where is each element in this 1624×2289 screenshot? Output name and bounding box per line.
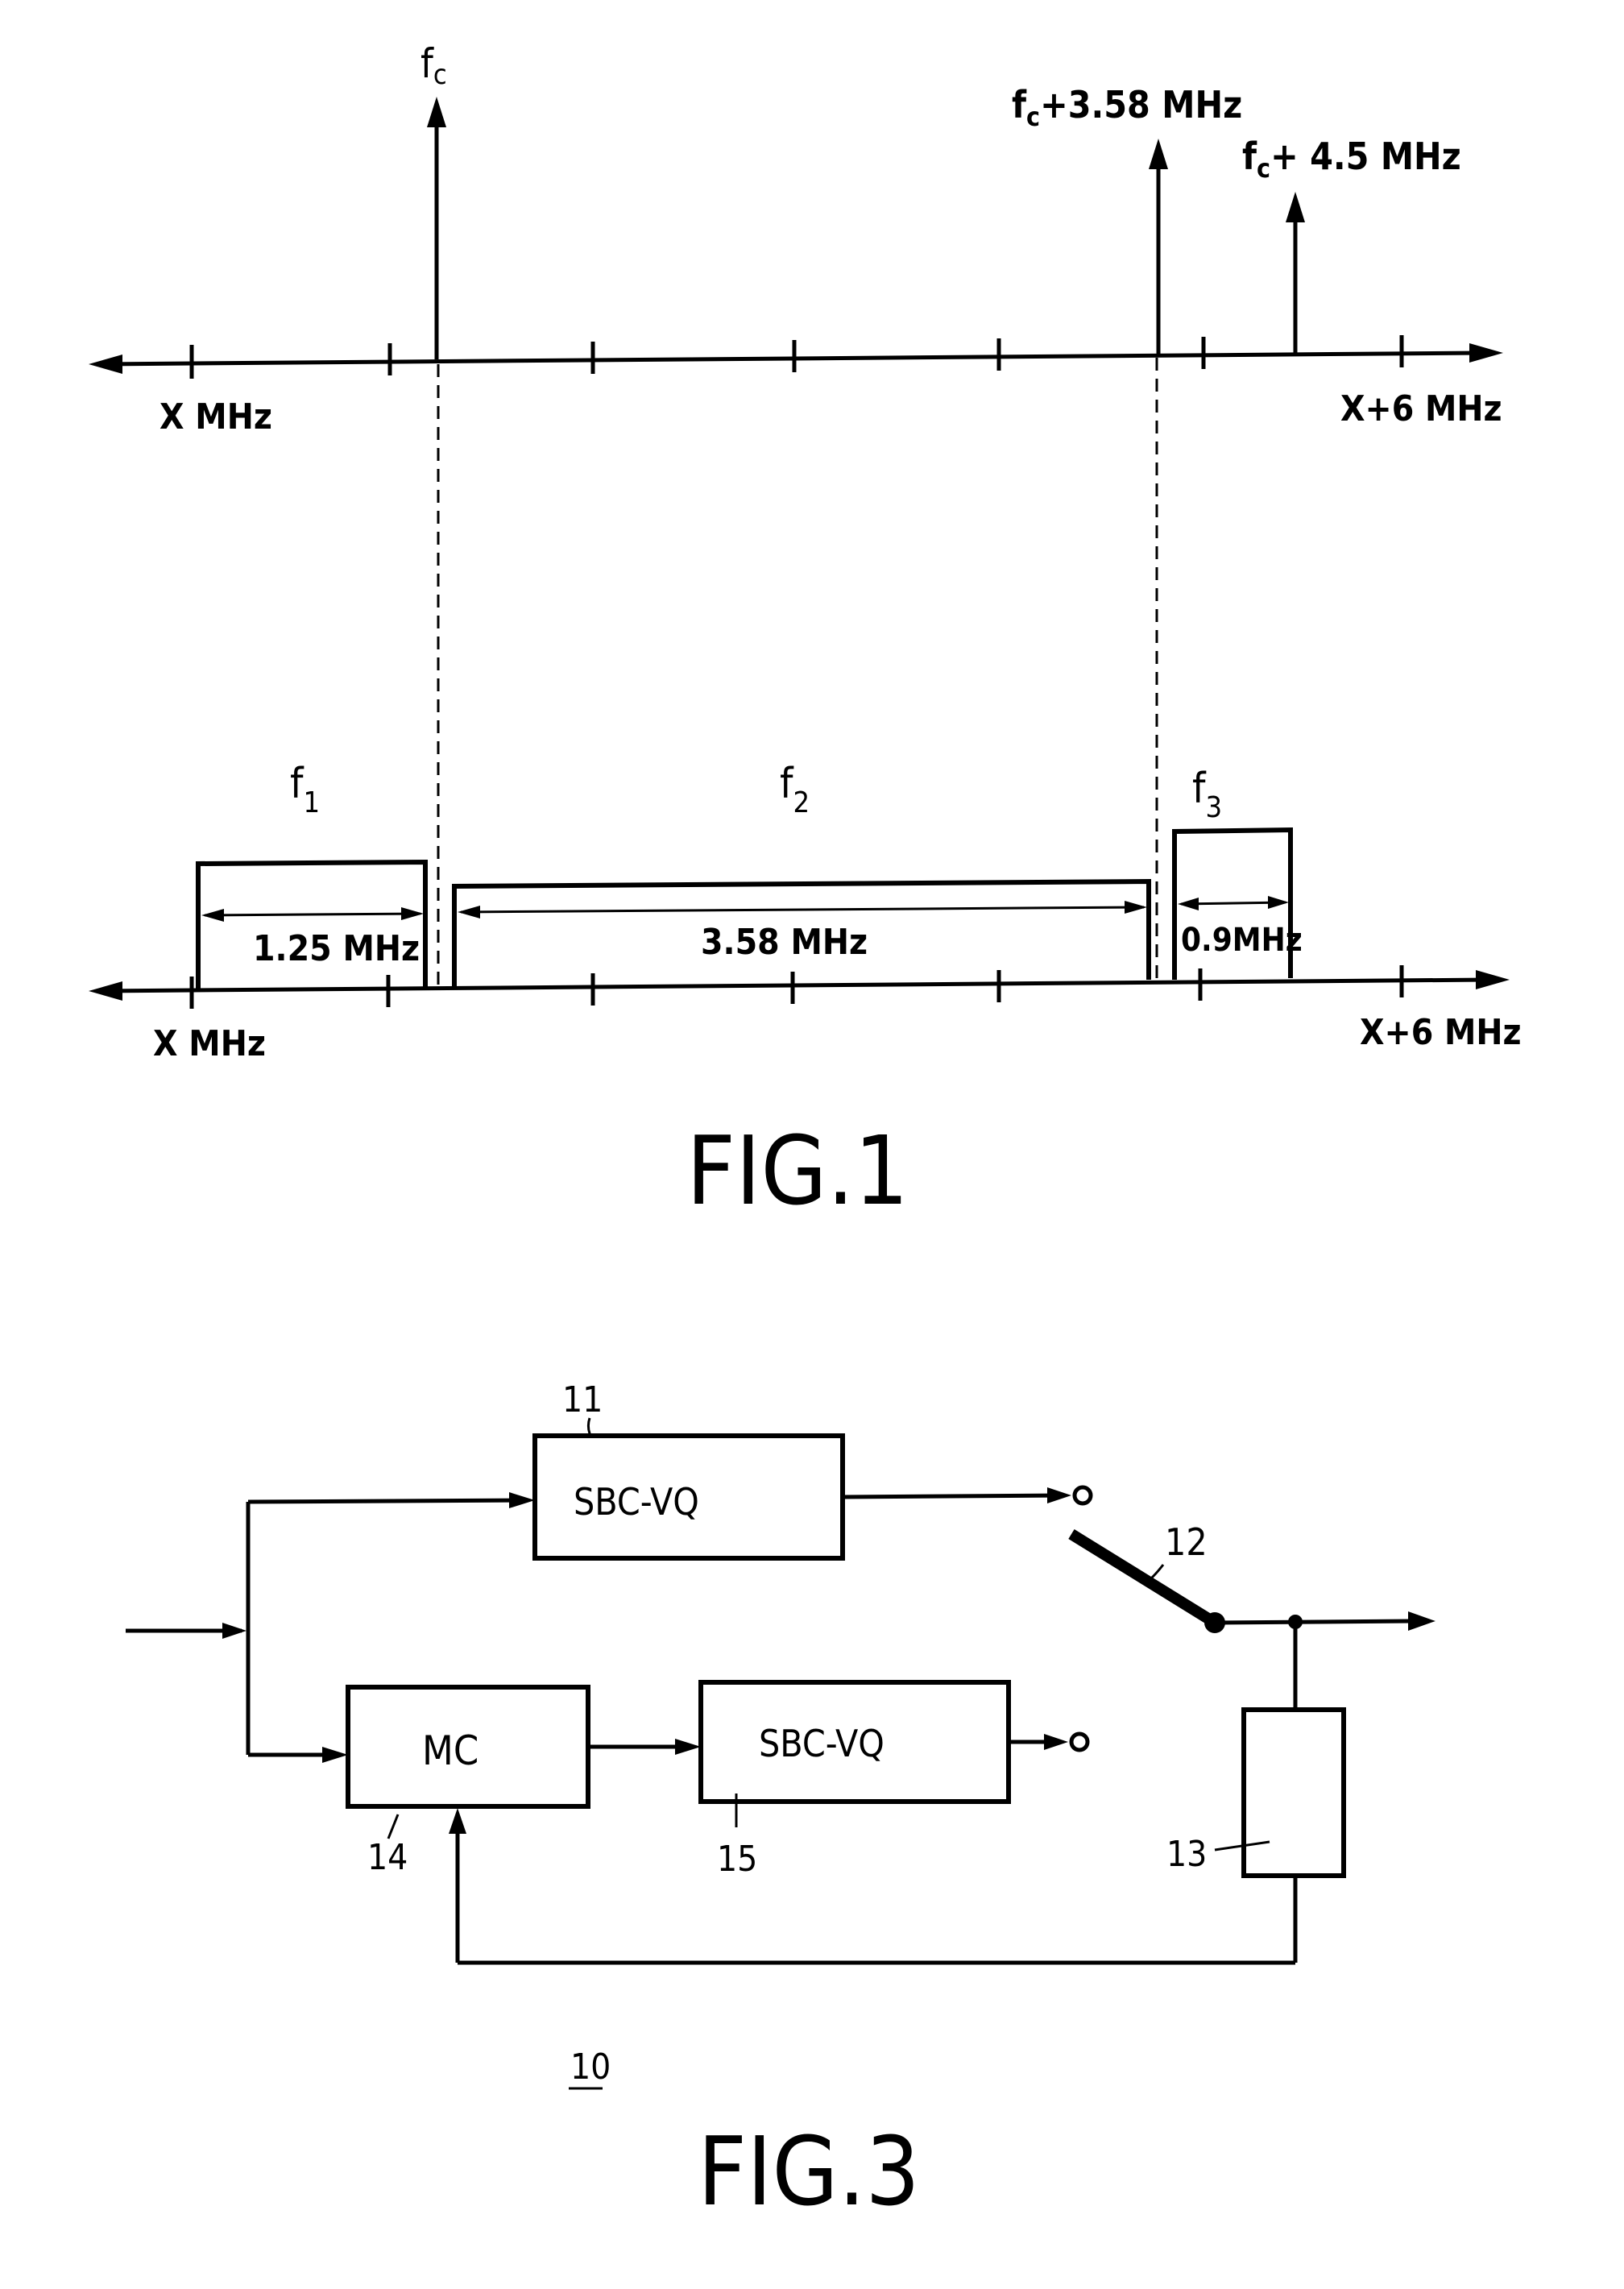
- top-axis-right-label: X+6 MHz: [1340, 388, 1502, 429]
- top-axis-left-label: X MHz: [160, 396, 272, 437]
- figure-ref-number: 10: [570, 2046, 611, 2088]
- mc-input-arrowhead: [322, 1747, 348, 1763]
- switch-contact-bottom: [1071, 1734, 1088, 1750]
- sbcvq-bottom-input-arrowhead: [675, 1739, 701, 1755]
- top-axis-left-arrowhead: [89, 355, 122, 374]
- sbcvq-top-output-line: [843, 1495, 1063, 1497]
- band-f3-dim-arrow-right: [1268, 896, 1289, 909]
- fc-label: fc: [420, 40, 447, 91]
- memory-block: [1244, 1710, 1344, 1876]
- sbcvq-bottom-ref: 15: [717, 1839, 757, 1880]
- band-f1-dim-arrow-right: [401, 907, 424, 920]
- band-f3-dim-arrow-left: [1178, 898, 1199, 910]
- fig1-caption: FIG.1: [686, 1115, 909, 1226]
- bottom-axis-left-label: X MHz: [153, 1023, 266, 1064]
- sbcvq-top-input-arrowhead: [509, 1492, 535, 1508]
- band-f3-width-label: 0.9MHz: [1181, 922, 1303, 959]
- bottom-axis-right-arrowhead: [1476, 970, 1510, 989]
- input-to-sbcvq-top-line: [248, 1500, 528, 1502]
- band-f2-dim-arrow-left: [458, 906, 480, 919]
- memory-ref: 13: [1166, 1834, 1207, 1875]
- sound-carrier-arrowhead: [1286, 192, 1305, 222]
- ref-11-leader: [588, 1418, 591, 1437]
- band-f1-width-label: 1.25 MHz: [253, 928, 420, 969]
- band-f2-label: f2: [780, 760, 810, 819]
- fig1-bottom-bands: X MHz X+6 MHz f1 1.25 MHz f2 3.58 MHz f: [89, 760, 1522, 1064]
- output-arrowhead: [1408, 1611, 1436, 1631]
- switch-ref: 12: [1165, 1520, 1208, 1564]
- band-f1-label: f1: [290, 760, 320, 819]
- sbcvq-top-ref: 11: [562, 1379, 603, 1420]
- bottom-axis-left-arrowhead: [89, 981, 122, 1001]
- ref-14-leader: [388, 1814, 398, 1839]
- sbcvq-top-output-arrowhead: [1047, 1487, 1071, 1503]
- chroma-carrier-arrowhead: [1149, 139, 1168, 169]
- sbcvq-top-label: SBC-VQ: [574, 1480, 699, 1524]
- sound-carrier-label: fc+ 4.5 MHz: [1242, 135, 1461, 184]
- band-f3: f3 0.9MHz: [1174, 765, 1303, 980]
- band-f2: f2 3.58 MHz: [454, 760, 1149, 986]
- chroma-carrier-label: fc+3.58 MHz: [1012, 83, 1242, 132]
- output-line: [1215, 1621, 1411, 1623]
- band-f2-width-label: 3.58 MHz: [701, 922, 868, 963]
- fig1-top-spectrum: X MHz X+6 MHz fc fc+3.58 MHz fc+ 4.5 MHz: [89, 40, 1503, 437]
- switch-contact-top: [1075, 1487, 1091, 1503]
- band-f1-box: [198, 862, 425, 991]
- band-f2-dim-arrow-right: [1125, 901, 1147, 914]
- bottom-axis-right-label: X+6 MHz: [1360, 1012, 1522, 1053]
- band-f1-dim-arrow-left: [201, 909, 224, 922]
- sbcvq-bottom-output-arrowhead: [1044, 1734, 1068, 1750]
- mc-label: MC: [422, 1727, 478, 1774]
- fig3-caption: FIG.3: [698, 2116, 920, 2227]
- top-frequency-axis: [97, 353, 1482, 364]
- fig3-block-diagram: SBC-VQ 11 12 13 MC 14: [126, 1379, 1436, 2088]
- band-f1: f1 1.25 MHz: [198, 760, 425, 991]
- top-axis-right-arrowhead: [1469, 343, 1503, 363]
- fc-carrier-arrowhead: [427, 97, 446, 127]
- band-f1-width-dimension: [205, 914, 420, 915]
- input-arrowhead: [222, 1623, 246, 1639]
- band-f3-label: f3: [1192, 765, 1222, 824]
- feedback-arrowhead: [449, 1808, 466, 1834]
- mc-ref: 14: [367, 1837, 408, 1878]
- sbcvq-bottom-label: SBC-VQ: [759, 1722, 884, 1765]
- band-f2-width-dimension: [461, 907, 1144, 912]
